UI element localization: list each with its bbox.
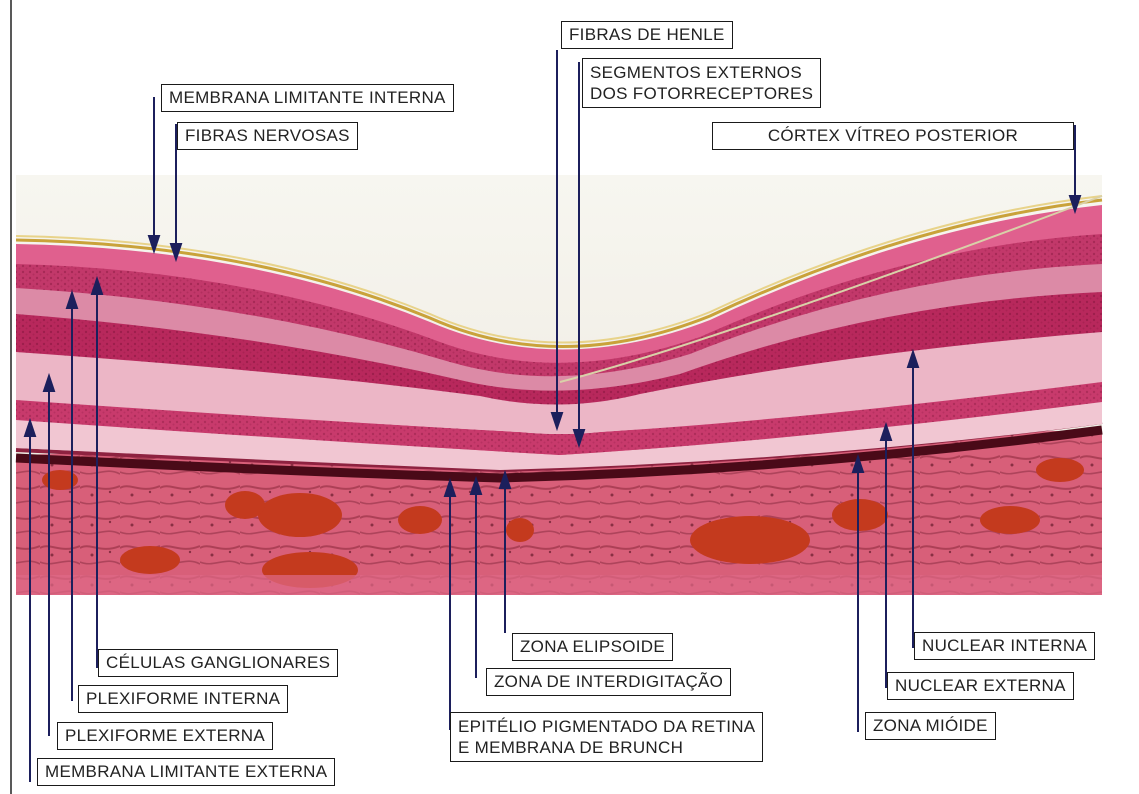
label-nuclear-interna: NUCLEAR INTERNA: [914, 632, 1095, 660]
label-cortex-vitreo-posterior: CÓRTEX VÍTREO POSTERIOR: [712, 122, 1074, 150]
label-nuclear-externa: NUCLEAR EXTERNA: [887, 672, 1074, 700]
label-plexiforme-externa: PLEXIFORME EXTERNA: [57, 722, 273, 750]
label-membrana-limitante-externa: MEMBRANA LIMITANTE EXTERNA: [37, 758, 335, 786]
label-membrana-limitante-interna: MEMBRANA LIMITANTE INTERNA: [161, 84, 454, 112]
label-zona-elipsoide: ZONA ELIPSOIDE: [512, 633, 673, 661]
label-celulas-ganglionares: CÉLULAS GANGLIONARES: [98, 649, 338, 677]
label-fibras-de-henle: FIBRAS DE HENLE: [561, 21, 733, 49]
label-zona-de-interdigitacao: ZONA DE INTERDIGITAÇÃO: [486, 668, 731, 696]
label-plexiforme-interna: PLEXIFORME INTERNA: [78, 685, 288, 713]
label-zona-mioide: ZONA MIÓIDE: [865, 712, 996, 740]
label-fibras-nervosas: FIBRAS NERVOSAS: [177, 122, 358, 150]
